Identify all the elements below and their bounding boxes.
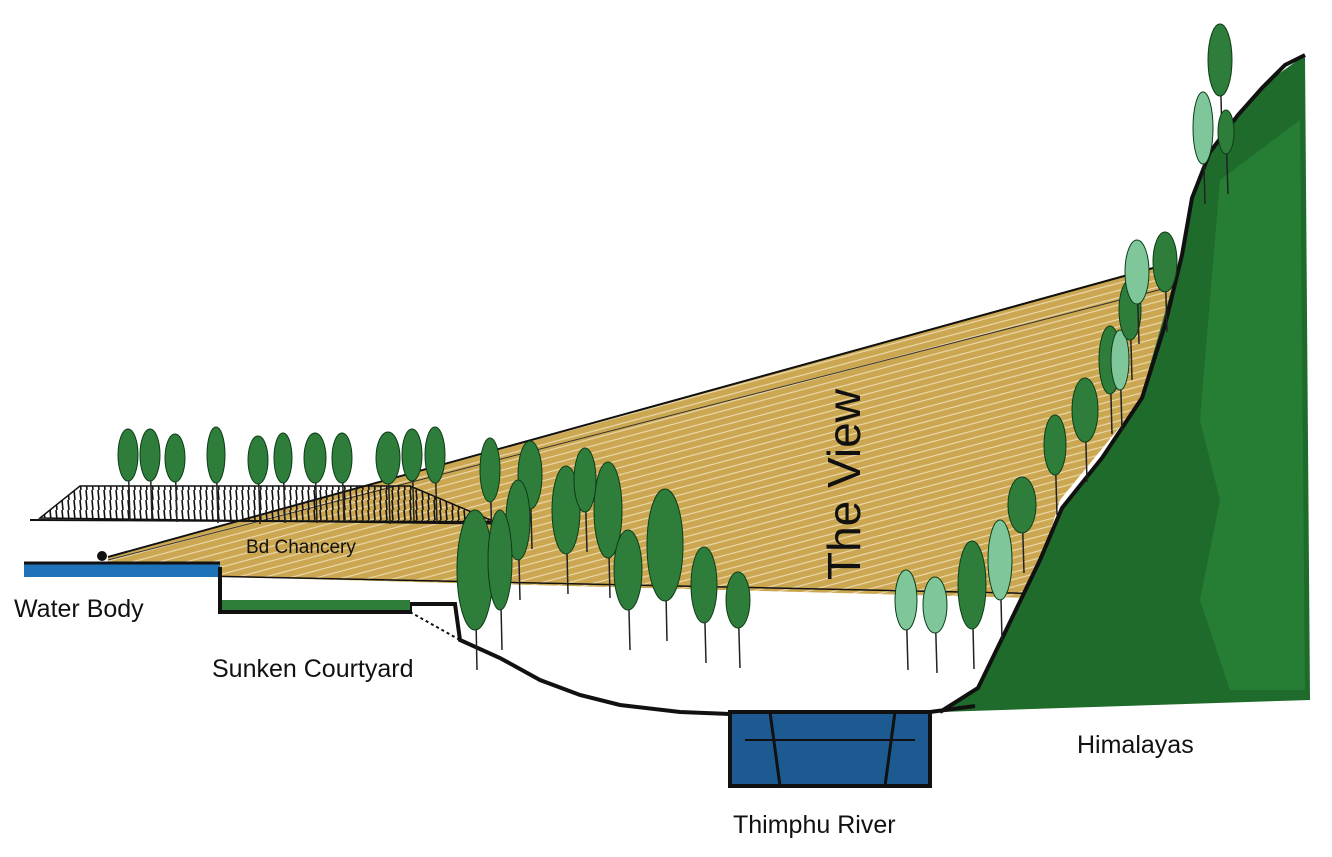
label-sunken-courtyard: Sunken Courtyard (212, 655, 414, 683)
thimphu-river-channel (728, 710, 932, 788)
tree-crown (273, 432, 293, 484)
tree-crown (957, 540, 987, 630)
tree-crown (593, 461, 623, 559)
water-body-pool (24, 563, 220, 577)
tree-crown (401, 428, 423, 482)
tree-crown (1110, 329, 1130, 391)
tree-crown (690, 546, 718, 624)
label-himalayas: Himalayas (1077, 731, 1194, 759)
label-thimphu-river: Thimphu River (733, 811, 896, 839)
tree-crown (331, 432, 353, 484)
tree-crown (1071, 377, 1099, 443)
tree-crown (139, 428, 161, 482)
roof-eave (29, 519, 501, 523)
tree-crown (1152, 231, 1178, 293)
river-bank-right (929, 704, 976, 714)
tree-crown (551, 465, 581, 555)
river-edge-right (883, 711, 897, 787)
tree-crown (1043, 414, 1067, 476)
tree-group (117, 23, 1235, 674)
tree-crown (487, 509, 513, 611)
tree-crown (987, 519, 1013, 601)
tree-crown (164, 433, 186, 483)
tree-crown (613, 529, 643, 611)
river-edge-left (768, 711, 782, 787)
ground-profile (218, 567, 731, 716)
tree-crown (573, 447, 597, 513)
tree-crown (117, 428, 139, 482)
courtyard-green-strip (222, 600, 410, 610)
tree-crown (646, 488, 684, 602)
mountain-edge-line (938, 53, 1306, 714)
label-chancery: Bd Chancery (246, 537, 356, 558)
tree-crown (1217, 109, 1235, 155)
label-water-body: Water Body (14, 595, 144, 623)
tree-crown (1007, 476, 1037, 534)
tree-crown (424, 426, 446, 484)
courtyard-steps (409, 611, 461, 641)
tree-crown (375, 431, 401, 485)
tree-crown (725, 571, 751, 629)
tree-crown (1207, 23, 1233, 97)
tree-crown (1192, 91, 1214, 165)
tree-crown (922, 576, 948, 634)
mountain-shade (1200, 120, 1305, 690)
tree-crown (206, 426, 226, 484)
view-origin-point (97, 551, 107, 561)
tree-crown (479, 437, 501, 503)
tree-crown (456, 509, 494, 631)
tree-crown (247, 435, 269, 485)
tree-crown (303, 432, 327, 484)
label-the-view: The View (818, 388, 870, 580)
tree-crown (894, 569, 918, 631)
tree-crown (1124, 239, 1150, 305)
